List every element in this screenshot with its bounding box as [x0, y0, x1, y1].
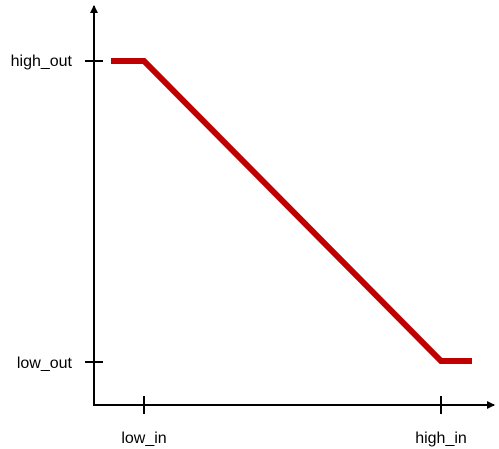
y-label-low-out: low_out	[17, 355, 73, 372]
y-label-high-out: high_out	[11, 53, 73, 70]
mapping-curve	[111, 58, 472, 364]
x-label-high-in: high_in	[415, 430, 467, 447]
x-label-low-in: low_in	[121, 430, 166, 447]
